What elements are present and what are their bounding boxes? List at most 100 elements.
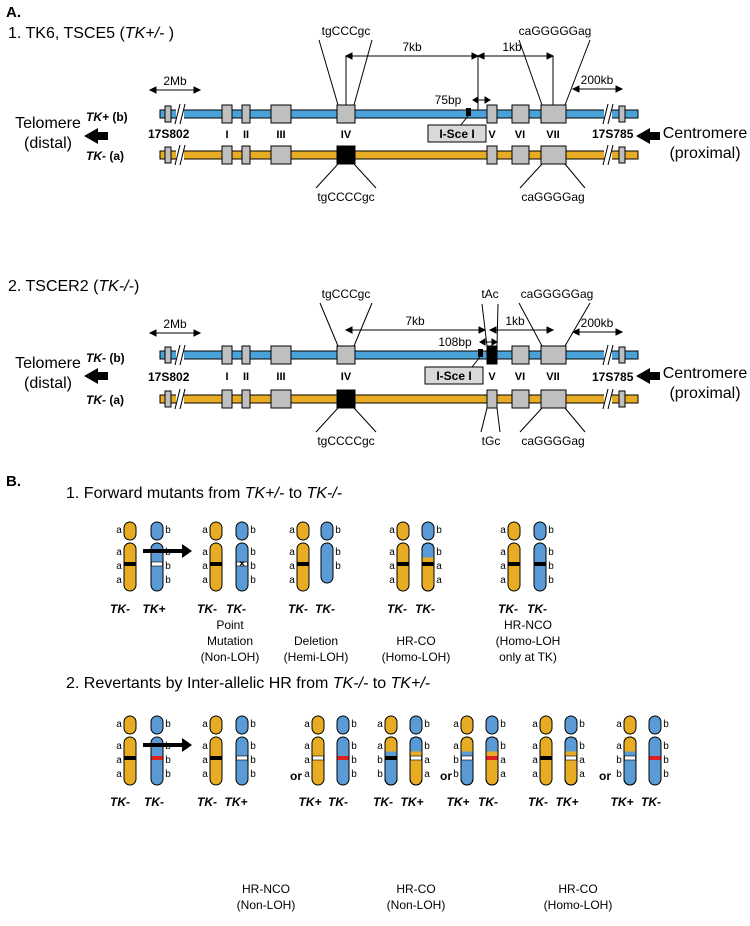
- chromosome-panels: abaaabbbTK-TK+×abaaabbbTK-TK-abaaabbTK-T…: [110, 521, 669, 809]
- p2-5-allele-l2: a: [532, 755, 538, 766]
- p2-3-allele-l0: a: [377, 719, 383, 730]
- p2-2-label-left: TK+: [298, 795, 321, 809]
- section-a-label: A.: [6, 4, 21, 21]
- panel1-marker-17s802-bottom: [164, 146, 172, 164]
- p2-0-right-tk-band: [151, 756, 163, 760]
- p1-1-allele-r2: b: [250, 561, 256, 572]
- p2-1-allele-r1: b: [250, 741, 256, 752]
- p1-2-left-tk-band: [297, 562, 309, 566]
- panel2-seq-top-v: tAc: [481, 287, 498, 301]
- part2-caption-1-line2: (Non-LOH): [237, 898, 296, 912]
- p1-1-allele-l3: a: [202, 575, 208, 586]
- p2-4-allele-l0: a: [453, 719, 459, 730]
- p1-2-left-bottom-arm: [296, 542, 310, 592]
- panel1-exon-i-bottom: [221, 145, 233, 165]
- panel1-telomere-label: Telomere: [15, 115, 81, 132]
- p1-2-allele-r0: b: [335, 525, 341, 536]
- p2-4-label-left: TK+: [446, 795, 469, 809]
- p1-0-allele-l2: a: [116, 561, 122, 572]
- p1-4-allele-r0: b: [548, 525, 554, 536]
- p2-6-label-left: TK+: [610, 795, 633, 809]
- p2-4-left-bottom-arm-upper: [461, 737, 473, 752]
- p2-6-left-tk-band: [624, 755, 636, 761]
- p2-5-right-bottom-arm-outline: [564, 736, 578, 786]
- p2-1-right-top-arm: [235, 715, 249, 735]
- part2-title: 2. Revertants by Inter-allelic HR from T…: [66, 675, 430, 692]
- p1-4-left-top-arm: [507, 521, 521, 541]
- p1-3-allele-l3: a: [389, 575, 395, 586]
- p1-4-allele-l1: a: [500, 547, 506, 558]
- p2-1-right-tk-band: [236, 755, 248, 761]
- part2-caption-2-line1: HR-CO: [396, 882, 435, 896]
- panel2-seq-bottom-iv: tgCCCCgc: [317, 434, 374, 448]
- part1-caption-4-line3: only at TK): [499, 650, 557, 664]
- p2-1-left-top-arm: [209, 715, 223, 735]
- part1-caption-4-line1: HR-NCO: [504, 618, 552, 632]
- p1-0-allele-r2: b: [165, 561, 171, 572]
- p1-1-allele-l1: a: [202, 547, 208, 558]
- p2-6-left-bottom-arm-outline: [623, 736, 637, 786]
- part2-caption-3-line2: (Homo-LOH): [544, 898, 613, 912]
- p1-2-label-right: TK-: [315, 602, 335, 616]
- p1-4-allele-r2: b: [548, 561, 554, 572]
- part1-caption-4-line2: (Homo-LOH: [496, 634, 561, 648]
- panel2-bottom-chr-label: TK- (a): [86, 393, 124, 407]
- panel1-marker-17s802-top: [164, 105, 172, 123]
- p1-3-allele-r3: a: [436, 575, 442, 586]
- p2-3-right-top-arm: [409, 715, 423, 735]
- p2-2-left-bottom-arm: [311, 736, 325, 786]
- p2-0-allele-r2: b: [165, 755, 171, 766]
- p2-6-allele-l0: a: [616, 719, 622, 730]
- panel1-seq-bottom-vii: caGGGGag: [521, 190, 584, 204]
- p1-4-allele-l2: a: [500, 561, 506, 572]
- p2-5-allele-l1: a: [532, 741, 538, 752]
- p1-0-allele-r0: b: [165, 525, 171, 536]
- p2-3-left-bottom-arm-upper: [385, 737, 397, 752]
- p1-2-left-top-arm: [296, 521, 310, 541]
- panel1-seq-bottom-iv: tgCCCCgc: [317, 190, 374, 204]
- p1-0-left-bottom-arm: [123, 542, 137, 592]
- panel1-exon-iii-bottom: [270, 145, 292, 165]
- p1-4-right-bottom-arm: [533, 542, 547, 592]
- p2-3-allele-l3: b: [377, 769, 383, 780]
- panel2-seq-top-vii: caGGGGGag: [521, 287, 594, 301]
- p2-4-allele-r2: a: [500, 755, 506, 766]
- p1-1-label-left: TK-: [197, 602, 217, 616]
- p2-2-left-tk-band: [312, 755, 324, 761]
- p2-2-allele-l0: a: [304, 719, 310, 730]
- p1-0-allele-l0: a: [116, 525, 122, 536]
- panel2-scale-7kb: 7kb: [405, 314, 425, 328]
- panel1-exon-vii-top: [540, 104, 567, 124]
- panel2-exon-v-bottom: [486, 389, 498, 409]
- p2-2-right-tk-band: [337, 756, 349, 760]
- p1-1-allele-l2: a: [202, 561, 208, 572]
- panel1-exon-label-iv: IV: [341, 129, 352, 141]
- panel2-telomere-arrow: [84, 368, 108, 384]
- p2-3-label-left: TK-: [373, 795, 393, 809]
- panel2-marker-17s785-bottom: [618, 390, 626, 408]
- p2-0-allele-r0: b: [165, 719, 171, 730]
- panel2-exon-i-bottom: [221, 389, 233, 409]
- panel2-exon-iv-top: [336, 345, 356, 365]
- p2-1-left-bottom-arm: [209, 736, 223, 786]
- panel2-exon-v-top-mutant: [486, 345, 498, 365]
- part2-caption-3-line1: HR-CO: [558, 882, 597, 896]
- part1-caption-1-line1: Point: [216, 618, 244, 632]
- p1-3-allele-l0: a: [389, 525, 395, 536]
- panel1-centromere-label: Centromere: [663, 125, 748, 142]
- p2-4-right-top-arm: [485, 715, 499, 735]
- p2-1-allele-l0: a: [202, 719, 208, 730]
- panel2-exon-label-i: I: [225, 371, 228, 383]
- panel2-marker-left-label: 17S802: [148, 370, 190, 384]
- panel2-exon-vii-top: [540, 345, 567, 365]
- p2-0-right-bottom-arm: [150, 736, 164, 786]
- p1-0-left-top-arm: [123, 521, 137, 541]
- p1-3-left-top-arm: [396, 521, 410, 541]
- part2-caption-1-line1: HR-NCO: [242, 882, 290, 896]
- panel2-top-chr-label: TK- (b): [86, 351, 125, 365]
- p2-5-left-top-arm: [539, 715, 553, 735]
- part2-caption-2-line2: (Non-LOH): [387, 898, 446, 912]
- p2-1-left-tk-band: [210, 756, 222, 760]
- p1-1-left-top-arm: [209, 521, 223, 541]
- p1-3-right-top-arm: [421, 521, 435, 541]
